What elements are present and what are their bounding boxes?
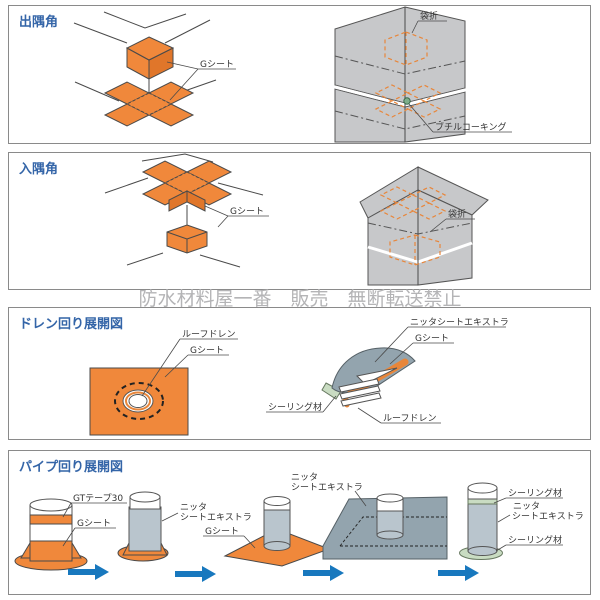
drain-diagram: ドレン回り展開図 ルーフドレン Gシート (19, 317, 509, 436)
nitta-sheet-label: ニッタ シートエキストラ (497, 501, 584, 523)
corner-wall (334, 6, 466, 143)
pipe-step-5: シーリング材 ニッタ シートエキストラ シーリング材 (459, 482, 584, 560)
fukuroori-label: 袋折 (429, 208, 475, 233)
roof-drain-label: ルーフドレン (141, 330, 238, 397)
pipe-step-1: GTテープ30 Gシート (14, 493, 127, 571)
panel-title: 出隅角 (19, 14, 58, 30)
drain-plan-drawing: ルーフドレン Gシート (89, 330, 238, 436)
roof-drain-ring (122, 389, 154, 413)
sealing-label: シーリング材 (266, 395, 337, 413)
svg-text:シーリング材: シーリング材 (508, 487, 562, 499)
svg-text:Gシート: Gシート (77, 519, 111, 529)
svg-text:ニッタ: ニッタ (291, 472, 318, 483)
svg-text:Gシート: Gシート (415, 334, 449, 344)
svg-text:Gシート: Gシート (205, 527, 239, 537)
nitta-sheet-label: ニッタ シートエキストラ (161, 502, 252, 523)
svg-text:シーリング材: シーリング材 (508, 534, 562, 546)
arrow-right-icon (175, 566, 216, 582)
sealing-top-label: シーリング材 (493, 487, 563, 504)
dashed-fold-cube-outline (384, 31, 428, 66)
pipe-step-2: ニッタ シートエキストラ (117, 491, 252, 562)
arrow-right-icon (303, 565, 344, 581)
drain-dashed-outline (114, 382, 164, 420)
dashed-fold-cross-outline (374, 84, 442, 118)
svg-text:ニッタシートエキストラ: ニッタシートエキストラ (410, 317, 509, 328)
inside-corner-left-drawing: Gシート (104, 153, 269, 268)
roof-drain-flange (338, 367, 398, 407)
dashed-fold-cube-outline (389, 234, 441, 266)
g-sheet-wrap (29, 540, 73, 562)
svg-text:Gシート: Gシート (230, 207, 264, 217)
g-sheet-label: Gシート (62, 519, 116, 547)
g-sheet-unfolded-cross (103, 81, 195, 127)
nitta-sheet-label: ニッタ シートエキストラ (291, 472, 367, 507)
gt-tape-label: GTテープ30 (62, 493, 127, 518)
svg-text:GTテープ30: GTテープ30 (73, 493, 123, 504)
panel-outside-corner: 出隅角 Gシート (8, 5, 591, 144)
sealing-bottom-label: シーリング材 (495, 534, 563, 552)
g-sheet-label: Gシート (204, 205, 269, 228)
panel-title: 入隅角 (19, 161, 58, 177)
g-sheet-cube (125, 36, 175, 80)
svg-text:ブチルコーキング: ブチルコーキング (435, 121, 507, 133)
g-sheet-label: Gシート (389, 334, 454, 365)
fukuroori-label: 袋折 (411, 10, 447, 34)
pipe-step-3: Gシート (203, 496, 331, 567)
g-sheet-label: Gシート (166, 60, 236, 101)
g-sheet-label: Gシート (164, 346, 229, 378)
svg-text:ルーフドレン: ルーフドレン (182, 330, 235, 340)
panel-drain-detail: ドレン回り展開図 ルーフドレン Gシート (8, 307, 591, 440)
panel-title: パイプ回り展開図 (19, 460, 123, 475)
svg-text:シートエキストラ: シートエキストラ (291, 482, 363, 493)
inside-corner-diagram: 入隅角 (19, 153, 489, 286)
panel-title: ドレン回り展開図 (19, 317, 123, 332)
svg-text:シートエキストラ: シートエキストラ (180, 512, 252, 523)
pipe-step-4: ニッタ シートエキストラ (291, 472, 448, 560)
watermark-text: 防水材料屋一番 販売 無断転送禁止 (138, 288, 462, 310)
g-sheet-label: Gシート (203, 527, 256, 549)
butyl-caulking-label: ブチルコーキング (408, 103, 512, 133)
svg-text:ルーフドレン: ルーフドレン (383, 414, 436, 424)
svg-text:シーリング材: シーリング材 (268, 401, 322, 413)
svg-text:袋折: 袋折 (448, 208, 466, 220)
pipe-diagram: パイプ回り展開図 GTテープ30 Gシート (14, 460, 584, 582)
corner-wall (359, 166, 489, 286)
svg-text:袋折: 袋折 (420, 10, 438, 22)
outside-corner-right-drawing: 袋折 ブチルコーキング (334, 6, 512, 143)
dashed-fold-cross-outline (379, 186, 447, 220)
gt-tape-band (29, 514, 73, 525)
svg-text:ニッタ: ニッタ (180, 502, 207, 513)
outside-corner-left-drawing: Gシート (73, 11, 236, 127)
svg-text:Gシート: Gシート (190, 346, 224, 356)
panel-pipe-detail: パイプ回り展開図 GTテープ30 Gシート (8, 450, 591, 595)
svg-text:Gシート: Gシート (200, 60, 234, 70)
panel-inside-corner: 入隅角 (8, 152, 591, 290)
drain-section-drawing: ニッタシートエキストラ Gシート シーリング材 ルーフドレン (266, 317, 509, 424)
roof-drain-label: ルーフドレン (357, 407, 441, 424)
svg-text:シートエキストラ: シートエキストラ (512, 511, 584, 522)
nitta-sheet-label: ニッタシートエキストラ (374, 317, 509, 363)
outside-corner-diagram: 出隅角 Gシート (19, 6, 512, 143)
inside-corner-right-drawing: 袋折 (359, 166, 489, 286)
butyl-caulking-dot (403, 97, 411, 105)
svg-text:ニッタ: ニッタ (513, 501, 540, 512)
g-sheet-cube (166, 224, 208, 254)
arrow-right-icon (438, 565, 479, 581)
g-sheet-unfolded-cross (141, 160, 233, 212)
